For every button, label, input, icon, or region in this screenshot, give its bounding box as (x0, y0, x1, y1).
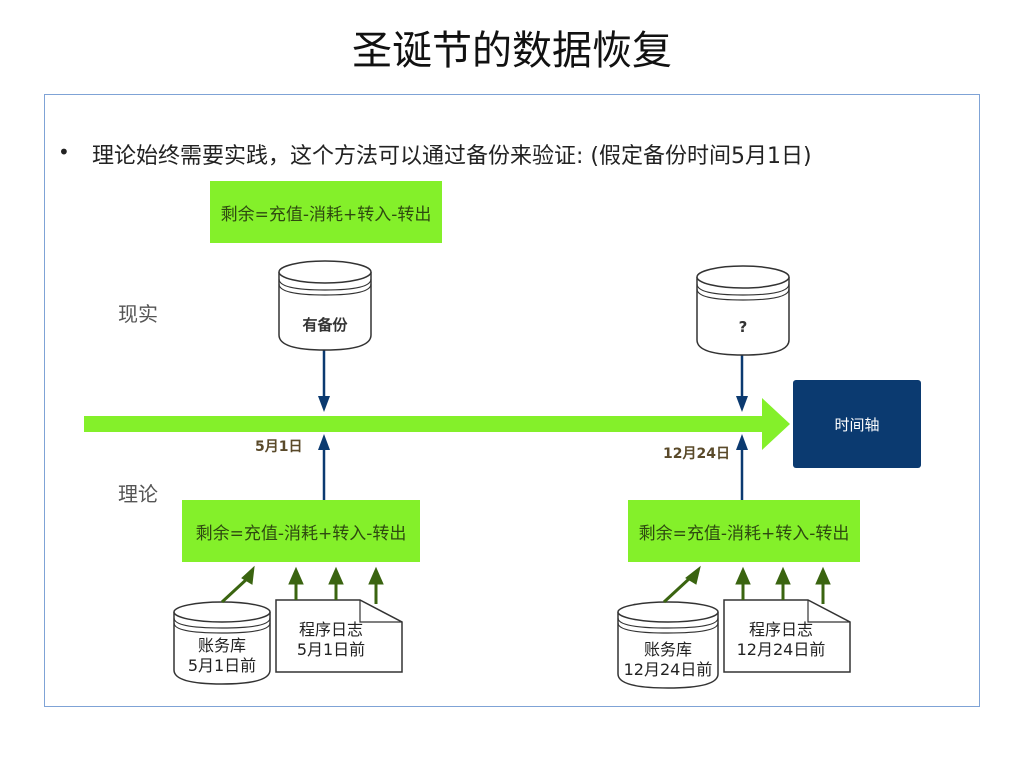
bullet-dot: • (58, 140, 70, 164)
content-frame (44, 94, 980, 707)
db-arrow-right (662, 576, 692, 604)
ledger-db-label-left: 账务库 5月1日前 (174, 636, 270, 676)
formula-text: 剩余=充值-消耗+转入-转出 (195, 523, 407, 544)
formula-text: 剩余=充值-消耗+转入-转出 (220, 204, 432, 225)
formula-box-reality: 剩余=充值-消耗+转入-转出 (210, 181, 442, 243)
slide-title: 圣诞节的数据恢复 (352, 28, 672, 74)
label-reality: 现实 (118, 302, 158, 326)
date-label-2: 12月24日 (663, 446, 730, 462)
program-log-name: 程序日志 (748, 620, 813, 639)
ledger-db-name: 账务库 (643, 640, 692, 659)
program-log-doc-left (275, 599, 403, 673)
backup-cylinder-right (696, 265, 790, 356)
program-log-label-right: 程序日志 12月24日前 (724, 620, 838, 660)
program-log-date: 5月1日前 (296, 640, 366, 659)
ledger-db-cylinder-left (173, 601, 271, 685)
ledger-db-label-right: 账务库 12月24日前 (614, 640, 722, 680)
ledger-db-cylinder-right (617, 601, 719, 689)
timeline-label: 时间轴 (834, 415, 880, 434)
formula-box-theory-right: 剩余=充值-消耗+转入-转出 (628, 500, 860, 562)
program-log-date: 12月24日前 (736, 640, 826, 659)
program-log-label-left: 程序日志 5月1日前 (276, 620, 386, 660)
label-theory: 理论 (118, 482, 158, 506)
ledger-db-date: 5月1日前 (187, 656, 257, 675)
backup-label-right: ? (738, 318, 748, 336)
bullet-text: 理论始终需要实践，这个方法可以通过备份来验证: (假定备份时间5月1日) (92, 144, 812, 169)
ledger-db-date: 12月24日前 (623, 660, 713, 679)
db-arrow-left (220, 576, 250, 604)
formula-box-theory-left: 剩余=充值-消耗+转入-转出 (182, 500, 420, 562)
backup-cylinder-left (278, 260, 372, 351)
timeline-arrow (84, 398, 790, 450)
backup-label-left: 有备份 (302, 316, 348, 334)
timeline-box: 时间轴 (793, 380, 921, 468)
ledger-db-name: 账务库 (197, 636, 246, 655)
date-label-1: 5月1日 (255, 439, 303, 455)
formula-text: 剩余=充值-消耗+转入-转出 (638, 523, 850, 544)
program-log-doc-right (723, 599, 851, 673)
program-log-name: 程序日志 (298, 620, 363, 639)
